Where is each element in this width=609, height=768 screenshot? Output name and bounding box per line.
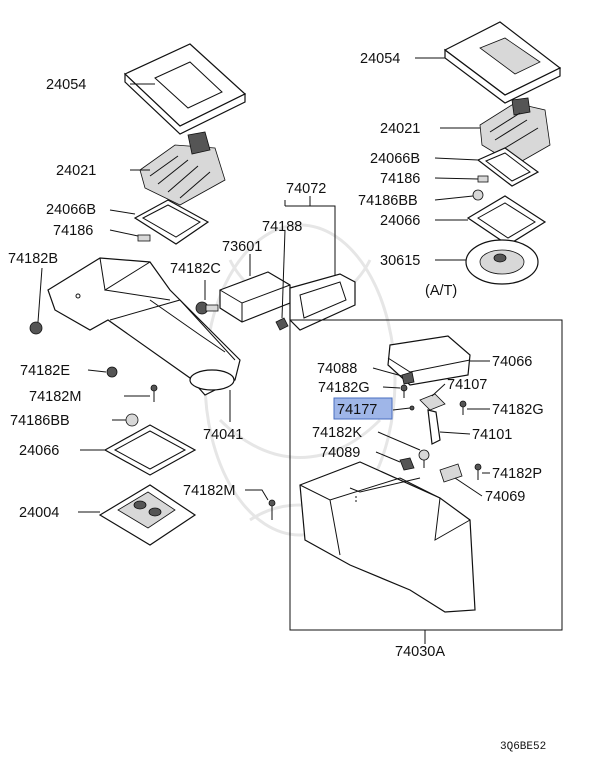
part-24004-boot-plate[interactable] bbox=[98, 484, 197, 546]
callout-labels: 24054 24021 24066B 74186 74182B 74182C 7… bbox=[8, 51, 546, 753]
part-74186-left-clip[interactable] bbox=[137, 234, 151, 242]
label-74041[interactable]: 74041 bbox=[203, 427, 243, 443]
part-24054-right-plate[interactable] bbox=[443, 21, 562, 104]
part-74188-clip[interactable] bbox=[275, 317, 289, 331]
part-74186BB-left-nut[interactable] bbox=[125, 413, 139, 427]
part-74182G-right-screw[interactable] bbox=[459, 400, 467, 415]
part-24066-right-gasket[interactable] bbox=[466, 195, 547, 246]
part-74101-stay[interactable] bbox=[427, 409, 441, 445]
label-24054-right[interactable]: 24054 bbox=[360, 51, 400, 67]
part-74182K-pin[interactable] bbox=[418, 449, 430, 468]
part-24021-left-boot[interactable] bbox=[139, 131, 226, 206]
label-74182G-left[interactable]: 74182G bbox=[318, 380, 370, 396]
label-30615[interactable]: 30615 bbox=[380, 253, 420, 269]
part-74041-console[interactable] bbox=[47, 257, 241, 396]
label-74182M-centre[interactable]: 74182M bbox=[183, 483, 235, 499]
label-74089[interactable]: 74089 bbox=[320, 445, 360, 461]
label-74186BB-right[interactable]: 74186BB bbox=[358, 193, 418, 209]
label-74186BB-left[interactable]: 74186BB bbox=[10, 413, 70, 429]
label-74186-left[interactable]: 74186 bbox=[53, 223, 93, 239]
part-74182M-centre-screw[interactable] bbox=[268, 499, 276, 520]
label-74182C[interactable]: 74182C bbox=[170, 261, 221, 277]
label-74188[interactable]: 74188 bbox=[262, 219, 302, 235]
part-24066-left-gasket[interactable] bbox=[103, 424, 197, 476]
label-74088[interactable]: 74088 bbox=[317, 361, 357, 377]
diagram-code: 3Q6BE52 bbox=[500, 741, 546, 753]
label-24004[interactable]: 24004 bbox=[19, 505, 59, 521]
part-74030A-rear-console[interactable] bbox=[299, 461, 476, 613]
part-74182E-screw[interactable] bbox=[106, 366, 118, 378]
part-74072-bezel[interactable] bbox=[289, 273, 356, 331]
label-24066B-right[interactable]: 24066B bbox=[370, 151, 420, 167]
part-73601-tray[interactable] bbox=[219, 271, 291, 323]
label-74066[interactable]: 74066 bbox=[492, 354, 532, 370]
part-74186-right-clip[interactable] bbox=[477, 175, 489, 183]
label-74030A[interactable]: 74030A bbox=[395, 644, 445, 660]
label-73601[interactable]: 73601 bbox=[222, 239, 262, 255]
label-24021-right[interactable]: 24021 bbox=[380, 121, 420, 137]
label-24054-left[interactable]: 24054 bbox=[46, 77, 86, 93]
label-74182B[interactable]: 74182B bbox=[8, 251, 58, 267]
label-24066B-left[interactable]: 24066B bbox=[46, 202, 96, 218]
label-74107[interactable]: 74107 bbox=[447, 377, 487, 393]
part-74069-latch[interactable] bbox=[439, 463, 463, 483]
part-74182P-screw[interactable] bbox=[474, 463, 482, 480]
part-74089-clip[interactable] bbox=[399, 457, 415, 471]
part-24066B-left-gasket[interactable] bbox=[133, 199, 210, 245]
part-24054-left-plate[interactable] bbox=[123, 43, 247, 135]
label-74072[interactable]: 74072 bbox=[286, 181, 326, 197]
part-74177-clip[interactable] bbox=[333, 397, 415, 420]
label-24066-right[interactable]: 24066 bbox=[380, 213, 420, 229]
label-24066-left[interactable]: 24066 bbox=[19, 443, 59, 459]
part-74182C-bolt[interactable] bbox=[195, 301, 219, 315]
label-74101[interactable]: 74101 bbox=[472, 427, 512, 443]
part-74182M-left-screw[interactable] bbox=[150, 384, 158, 402]
label-74182K[interactable]: 74182K bbox=[312, 425, 362, 441]
label-at: (A/T) bbox=[425, 283, 457, 299]
part-74186BB-right-nut[interactable] bbox=[472, 189, 484, 201]
part-74182G-left-screw[interactable] bbox=[400, 384, 408, 398]
part-74107-hinge[interactable] bbox=[419, 393, 446, 411]
inset-box-74030A bbox=[289, 319, 563, 631]
label-74186-right[interactable]: 74186 bbox=[380, 171, 420, 187]
part-24021-right-boot[interactable] bbox=[479, 97, 551, 166]
label-24021-left[interactable]: 24021 bbox=[56, 163, 96, 179]
part-74088-clip[interactable] bbox=[401, 371, 415, 385]
label-74182P[interactable]: 74182P bbox=[492, 466, 542, 482]
part-30615-boot[interactable] bbox=[465, 239, 539, 285]
label-74069[interactable]: 74069 bbox=[485, 489, 525, 505]
part-74182B-screw[interactable] bbox=[29, 267, 43, 335]
part-24066B-right-gasket[interactable] bbox=[476, 147, 540, 187]
label-74182E[interactable]: 74182E bbox=[20, 363, 70, 379]
label-74177[interactable]: 74177 bbox=[337, 402, 377, 418]
label-74182G-right[interactable]: 74182G bbox=[492, 402, 544, 418]
label-74182M-left[interactable]: 74182M bbox=[29, 389, 81, 405]
